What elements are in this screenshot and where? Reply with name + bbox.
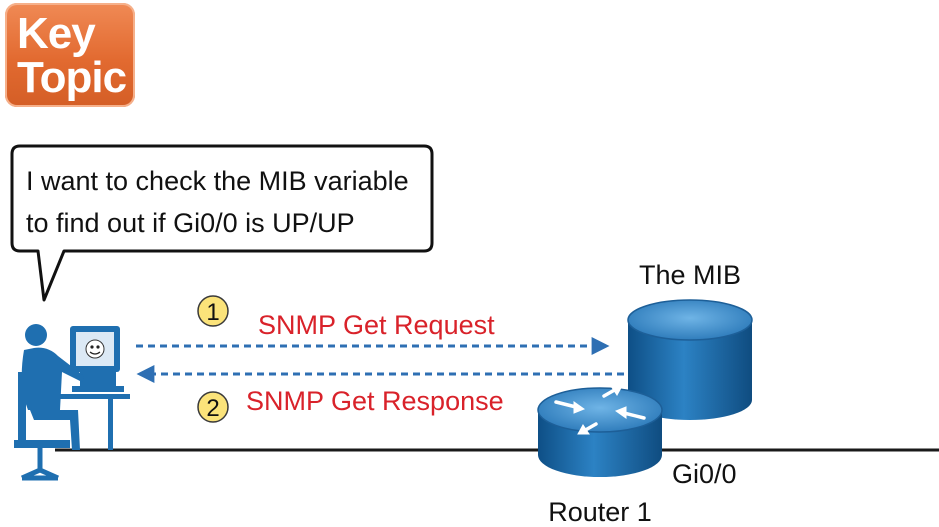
- interface-label: Gi0/0: [672, 459, 737, 489]
- badge-line-key: Key: [17, 9, 96, 58]
- user-at-computer-icon: [14, 324, 130, 481]
- badge-line-topic: Topic: [17, 53, 127, 102]
- router-icon: [537, 385, 663, 477]
- key-topic-badge: Key Topic: [5, 3, 135, 107]
- speech-bubble-line-2: to find out if Gi0/0 is UP/UP: [26, 208, 355, 238]
- router-label: Router 1: [548, 497, 652, 527]
- step-1-number: 1: [206, 299, 219, 326]
- request-label: SNMP Get Request: [258, 310, 495, 340]
- mib-database-icon: [627, 299, 753, 420]
- step-2-circle: [197, 391, 229, 423]
- step-2-number: 2: [206, 395, 219, 422]
- response-label: SNMP Get Response: [246, 386, 504, 416]
- mib-label: The MIB: [639, 260, 741, 290]
- speech-bubble-line-1: I want to check the MIB variable: [26, 166, 409, 196]
- speech-bubble: [10, 144, 434, 302]
- step-1-circle: [197, 295, 229, 327]
